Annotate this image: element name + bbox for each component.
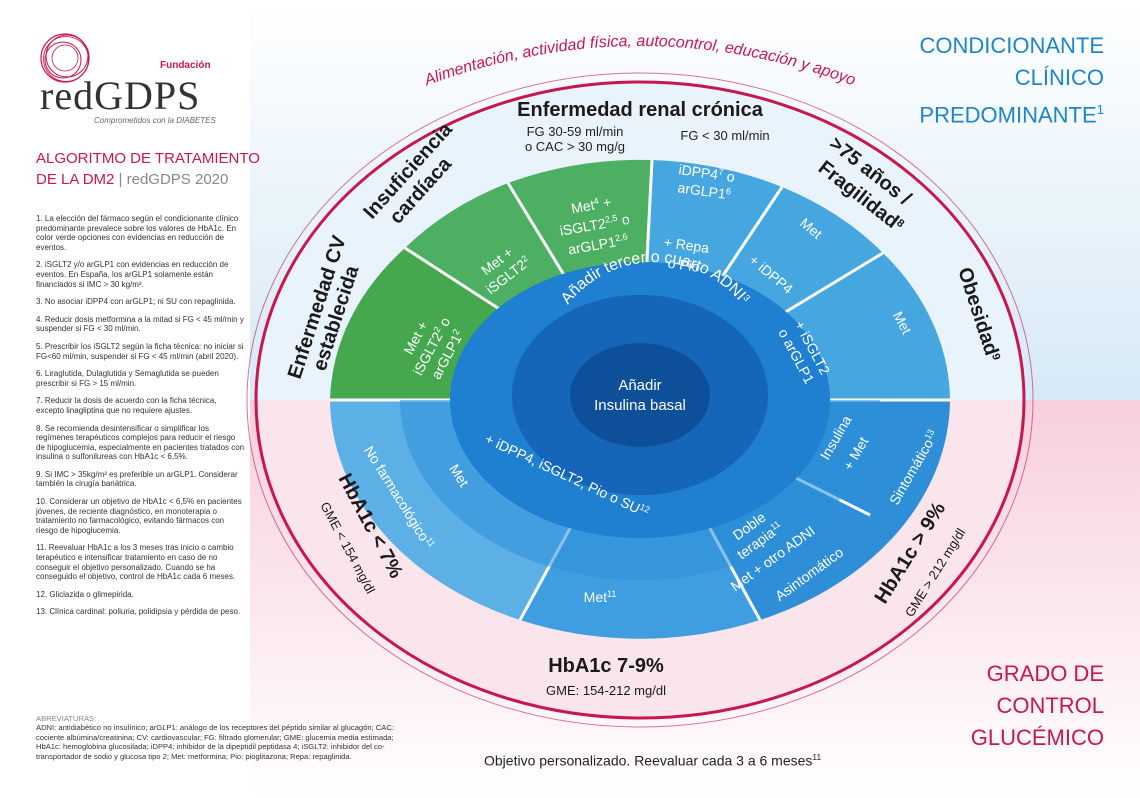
cond-erc-sub-a1: FG 30-59 ml/min bbox=[527, 124, 624, 139]
grado-line3: GLUCÉMICO bbox=[970, 725, 1104, 750]
note-item: 13. Clínica cardinal: poliuria, polidips… bbox=[36, 607, 241, 617]
seg-erca-s3: 2,6 bbox=[614, 231, 628, 243]
note-item: 8. Se recomienda desintensificar o simpl… bbox=[36, 423, 245, 462]
note-item: 3. No asociar iDPP4 con arGLP1; ni SU co… bbox=[36, 297, 236, 307]
mid-gme: GME: 154-212 mg/dl bbox=[546, 683, 666, 698]
mid-title: HbA1c 7-9% bbox=[548, 655, 664, 677]
footer-text: Objetivo personalizado. Reevaluar cada 3… bbox=[484, 752, 813, 769]
seg-erca-l1: Met bbox=[570, 197, 596, 217]
note-item: 5. Prescribir los iSGLT2 según la ficha … bbox=[36, 341, 244, 361]
svg-text:iSGLT22,5 o: iSGLT22,5 o bbox=[558, 211, 631, 239]
note-item: 12. Gliclazida o glimepirida. bbox=[36, 589, 134, 599]
seg-cv-s2: 2 bbox=[431, 325, 442, 334]
outer-ellipse-border bbox=[254, 80, 1026, 720]
logo-tagline: Comprometidos con la DIABETES bbox=[94, 116, 216, 125]
seg-ercb-l4: o Pio bbox=[667, 255, 701, 275]
seg-ercb-s2: 6 bbox=[725, 186, 731, 197]
cond-erc-sub-b: FG < 30 ml/min bbox=[680, 128, 769, 143]
seg-ercb-l3: + Repa bbox=[663, 234, 711, 256]
svg-text:Met11: Met11 bbox=[584, 589, 617, 605]
svg-text:arGLP16: arGLP16 bbox=[677, 179, 732, 202]
footer-sup: 11 bbox=[812, 752, 822, 762]
seg-ic-s2: 2 bbox=[519, 253, 529, 264]
mid-ring1-sup: 11 bbox=[607, 589, 616, 599]
cond-obes-sup: 9 bbox=[989, 352, 1002, 362]
seg-erca-l1b: + bbox=[602, 194, 613, 211]
inner-ring-sup: 3 bbox=[741, 293, 752, 303]
center-line2: Insulina basal bbox=[594, 397, 686, 414]
algorithm-title: ALGORITMO DE TRATAMIENTO DE LA DM2 | red… bbox=[36, 148, 260, 190]
note-item: 11. Reevaluar HbA1c a los 3 meses tras i… bbox=[36, 543, 236, 582]
logo-fundacion: Fundación bbox=[160, 60, 211, 71]
abbreviations: ABREVIATURAS: ADNI: antidiabético no ins… bbox=[36, 714, 406, 761]
grado-heading: GRADO DE CONTROL GLUCÉMICO bbox=[884, 658, 1104, 754]
svg-text:iDPP47 o: iDPP47 o bbox=[678, 161, 736, 185]
algorithm-title-line2b: redGDPS 2020 bbox=[126, 171, 229, 188]
mid-ring2-sup: 12 bbox=[638, 502, 651, 515]
note-item: 6. Liraglutida, Dulaglutida y Semaglutid… bbox=[36, 369, 219, 388]
seg-erca-l2: iSGLT2 bbox=[558, 215, 607, 239]
condicionante-line2: CLÍNICO bbox=[1014, 65, 1104, 90]
logo-name: redGDPS bbox=[40, 73, 201, 118]
algorithm-title-line2a: DE LA DM2 bbox=[36, 171, 115, 188]
mid-ring1: Met bbox=[584, 589, 607, 605]
seg-cv-s3: 2 bbox=[450, 327, 461, 336]
grado-line1: GRADO DE bbox=[986, 661, 1104, 686]
seg-erca-s2: 2,5 bbox=[604, 213, 618, 225]
condicionante-line3: PREDOMINANTE bbox=[919, 102, 1097, 128]
note-item: 10. Considerar un objetivo de HbA1c < 6,… bbox=[36, 497, 242, 535]
svg-text:Met4 +: Met4 + bbox=[570, 194, 613, 217]
cond-erc-title: Enfermedad renal crónica bbox=[517, 99, 764, 121]
seg-erca-l2b: o bbox=[620, 211, 631, 228]
seg-ercb-l2: arGLP1 bbox=[677, 179, 727, 202]
note-item: 1. La elección del fármaco según el cond… bbox=[36, 214, 239, 252]
condicionante-sup: 1 bbox=[1096, 102, 1104, 117]
algorithm-title-sep: | bbox=[118, 171, 123, 188]
note-item: 7. Reducir la dosis de acuerdo con la fi… bbox=[36, 396, 217, 415]
cond-erc-sub-a2: o CAC > 30 mg/g bbox=[525, 139, 625, 154]
abbreviations-text: ADNI: antidiabético no insulínico; arGLP… bbox=[36, 723, 394, 761]
center-core bbox=[570, 343, 710, 447]
note-item: 2. iSGLT2 y/o arGLP1 con evidencias en r… bbox=[36, 260, 229, 289]
note-item: 4. Reducir dosis metformina a la mitad s… bbox=[36, 314, 244, 334]
main-wheel bbox=[330, 159, 950, 639]
low-ring1-sup: 11 bbox=[424, 535, 437, 548]
footer-note: Objetivo personalizado. Reevaluar cada 3… bbox=[484, 752, 821, 769]
seg-ercb-l1b: o bbox=[726, 168, 736, 185]
algorithm-title-line1: ALGORITMO DE TRATAMIENTO bbox=[36, 150, 260, 167]
condicionante-heading: CONDICIONANTE CLÍNICO PREDOMINANTE1 bbox=[884, 30, 1104, 131]
grado-line2: CONTROL bbox=[996, 693, 1104, 718]
logo-mark bbox=[40, 33, 90, 83]
seg-ercb-l1: iDPP4 bbox=[678, 161, 720, 182]
abbreviations-heading: ABREVIATURAS: bbox=[36, 714, 97, 723]
condicionante-line1: CONDICIONANTE bbox=[919, 33, 1104, 58]
seg-erca-s1: 4 bbox=[593, 196, 600, 207]
high-symp-sup: 13 bbox=[923, 427, 937, 441]
seg-ercb-s1: 7 bbox=[718, 167, 724, 178]
center-line1: Añadir bbox=[618, 377, 661, 394]
notes-list: 1. La elección del fármaco según el cond… bbox=[36, 214, 246, 625]
note-item: 9. Si IMC > 35kg/m² es preferible un arG… bbox=[36, 469, 238, 489]
